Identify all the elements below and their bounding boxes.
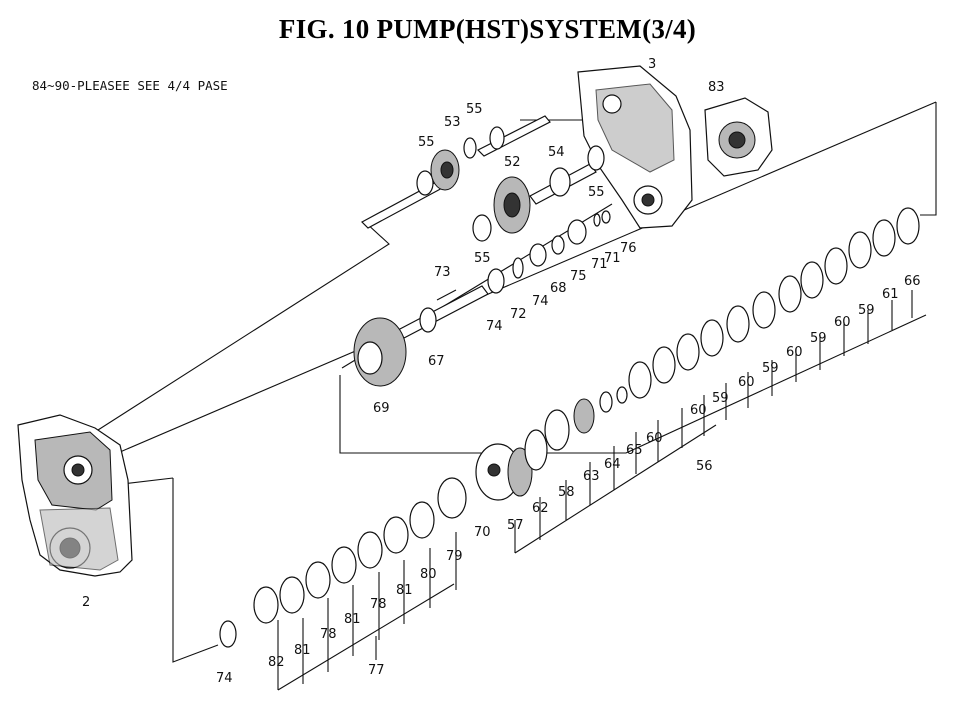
pump-83 (704, 97, 773, 177)
shaft-54 (529, 145, 605, 205)
label-56: 56 (696, 459, 713, 474)
label-55: 55 (474, 251, 491, 266)
label-76: 76 (620, 241, 637, 256)
lower-discs (219, 477, 467, 648)
label-59: 59 (712, 391, 729, 406)
label-53: 53 (444, 115, 461, 130)
label-81: 81 (344, 612, 361, 627)
label-2: 2 (82, 595, 90, 610)
label-79: 79 (446, 549, 463, 564)
label-55: 55 (588, 185, 605, 200)
label-59: 59 (810, 331, 827, 346)
label-58: 58 (558, 485, 575, 500)
label-82: 82 (268, 655, 285, 670)
label-55: 55 (418, 135, 435, 150)
label-72: 72 (510, 307, 527, 322)
housing-3 (577, 65, 693, 229)
label-60: 60 (646, 431, 663, 446)
label-69: 69 (373, 401, 390, 416)
label-59: 59 (858, 303, 875, 318)
label-57: 57 (507, 518, 524, 533)
label-83: 83 (708, 80, 725, 95)
bearings-row (436, 210, 611, 301)
label-55: 55 (466, 102, 483, 117)
label-73: 73 (434, 265, 451, 280)
label-66: 66 (904, 274, 921, 289)
label-59: 59 (762, 361, 779, 376)
figure-title: FIG. 10 PUMP(HST)SYSTEM(3/4) (278, 14, 697, 44)
label-78: 78 (370, 597, 387, 612)
clutch-plates (628, 207, 920, 399)
gear-52 (493, 176, 531, 234)
shaft-upper (361, 115, 551, 229)
label-71: 71 (604, 251, 621, 266)
label-75: 75 (570, 269, 587, 284)
label-65: 65 (626, 443, 643, 458)
label-70: 70 (474, 525, 491, 540)
label-63: 63 (583, 469, 600, 484)
label-77: 77 (368, 663, 385, 678)
clutch-drum-57 (475, 443, 533, 501)
part-labels: 3 83 55 53 55 54 52 55 55 71 71 76 73 74… (82, 57, 921, 686)
label-60: 60 (834, 315, 851, 330)
label-52: 52 (504, 155, 521, 170)
disc-leaders (277, 290, 913, 690)
housing-2 (17, 414, 133, 577)
label-74: 74 (216, 671, 233, 686)
label-54: 54 (548, 145, 565, 160)
label-74: 74 (486, 319, 503, 334)
label-68: 68 (550, 281, 567, 296)
label-80: 80 (420, 567, 437, 582)
label-81: 81 (396, 583, 413, 598)
label-74: 74 (532, 294, 549, 309)
gear-69 (353, 317, 407, 387)
label-78: 78 (320, 627, 337, 642)
label-60: 60 (690, 403, 707, 418)
page-note: 84~90-PLEASEE SEE 4/4 PASE (32, 78, 228, 93)
label-71: 71 (591, 257, 608, 272)
label-62: 62 (532, 501, 549, 516)
label-64: 64 (604, 457, 621, 472)
shaft-67 (397, 285, 489, 339)
label-61: 61 (882, 287, 899, 302)
label-60: 60 (738, 375, 755, 390)
label-60: 60 (786, 345, 803, 360)
label-3: 3 (648, 57, 656, 72)
label-67: 67 (428, 354, 445, 369)
label-81: 81 (294, 643, 311, 658)
middle-rings (524, 386, 628, 471)
